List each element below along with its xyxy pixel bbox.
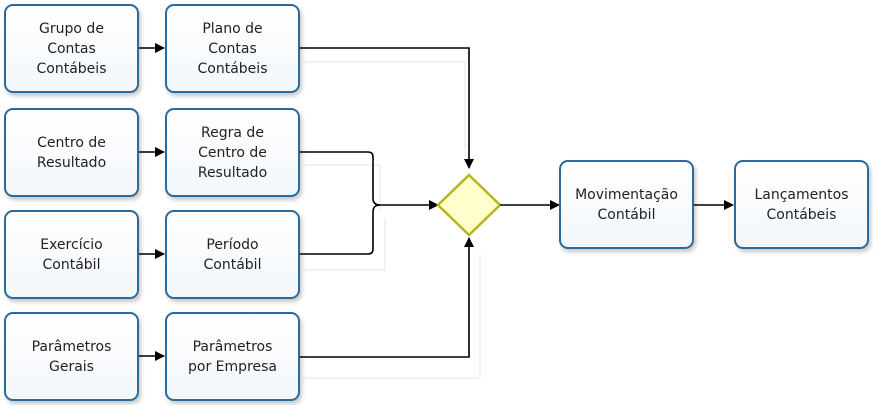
node-parametros-gerais[interactable]: Parâmetros Gerais xyxy=(4,312,139,401)
node-movimentacao-contabil[interactable]: Movimentação Contábil xyxy=(559,160,694,249)
connector-regra-gateway xyxy=(300,151,381,206)
node-label: Lançamentos Contábeis xyxy=(754,186,849,223)
node-lancamentos-contabeis[interactable]: Lançamentos Contábeis xyxy=(734,160,869,249)
node-exercicio-contabil[interactable]: Exercício Contábil xyxy=(4,210,139,299)
connector-periodo-gateway xyxy=(300,204,381,255)
node-label: Parâmetros Gerais xyxy=(31,338,112,375)
node-parametros-empresa[interactable]: Parâmetros por Empresa xyxy=(165,312,300,401)
connector-empresa-gateway xyxy=(300,237,474,358)
node-grupo-contas[interactable]: Grupo de Contas Contábeis xyxy=(4,4,139,93)
exclusive-gateway-diamond xyxy=(436,173,502,237)
node-label: Período Contábil xyxy=(203,236,262,273)
faint-connectors xyxy=(302,61,481,379)
connector-plano-gateway xyxy=(300,47,474,169)
node-label: Plano de Contas Contábeis xyxy=(197,20,268,77)
node-centro-resultado[interactable]: Centro de Resultado xyxy=(4,108,139,197)
node-label: Centro de Resultado xyxy=(36,134,107,171)
node-label: Regra de Centro de Resultado xyxy=(197,124,268,181)
node-label: Exercício Contábil xyxy=(40,236,103,273)
node-label: Movimentação Contábil xyxy=(575,186,678,223)
node-label: Parâmetros por Empresa xyxy=(188,338,277,375)
node-plano-contas[interactable]: Plano de Contas Contábeis xyxy=(165,4,300,93)
node-periodo-contabil[interactable]: Período Contábil xyxy=(165,210,300,299)
node-label: Grupo de Contas Contábeis xyxy=(36,20,107,77)
node-regra-centro-resultado[interactable]: Regra de Centro de Resultado xyxy=(165,108,300,197)
